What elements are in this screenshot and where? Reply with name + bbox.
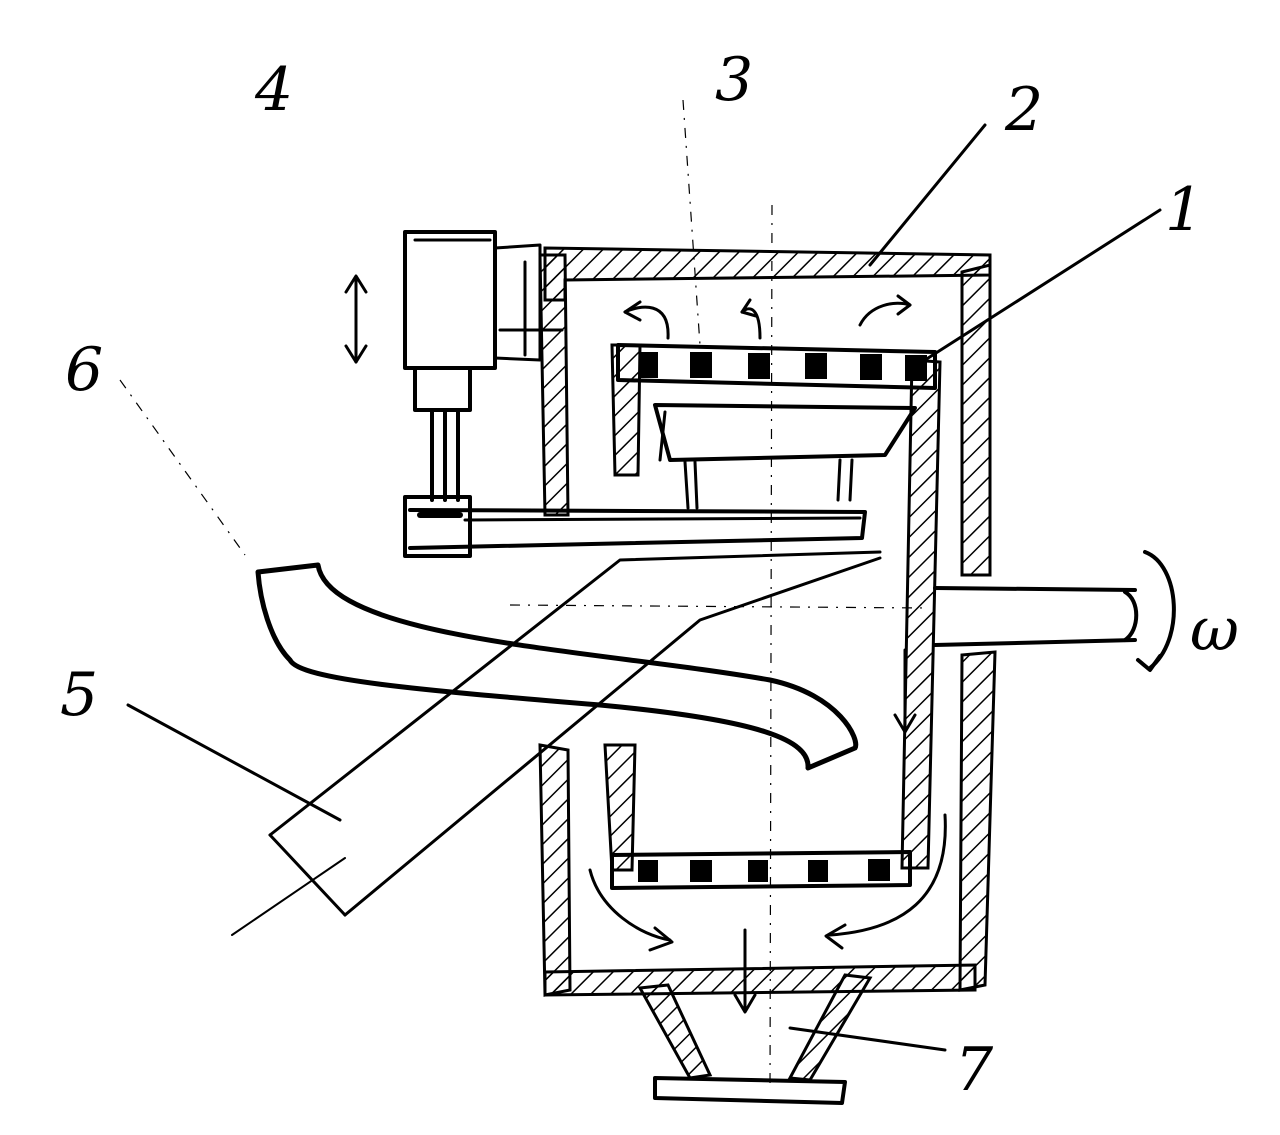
label-part-2: 2 [1004,75,1043,145]
basket [408,403,917,550]
label-rotation-omega: ω [1190,595,1239,665]
rotation-arrow [1136,550,1176,672]
part-labels: 4 3 2 1 6 5 7 ω [60,45,1239,1105]
rotor-bottom-perforations [638,859,890,882]
label-part-3: 3 [715,45,753,115]
drive-shaft [933,586,1139,647]
label-part-4: 4 [254,55,293,125]
label-part-7: 7 [955,1035,994,1105]
label-part-1: 1 [1165,175,1203,245]
label-part-5: 5 [60,660,98,730]
outlet-nozzle [637,973,873,1105]
actuator [344,230,564,558]
rotor-top-perforations [640,352,927,381]
discharge-chute [255,562,859,771]
axis-lines [119,99,931,1091]
feed-pipe [231,550,882,936]
label-part-6: 6 [65,335,103,405]
leader-lines [126,123,1162,1052]
flow-arrows [588,294,947,1014]
rotor [603,343,942,890]
